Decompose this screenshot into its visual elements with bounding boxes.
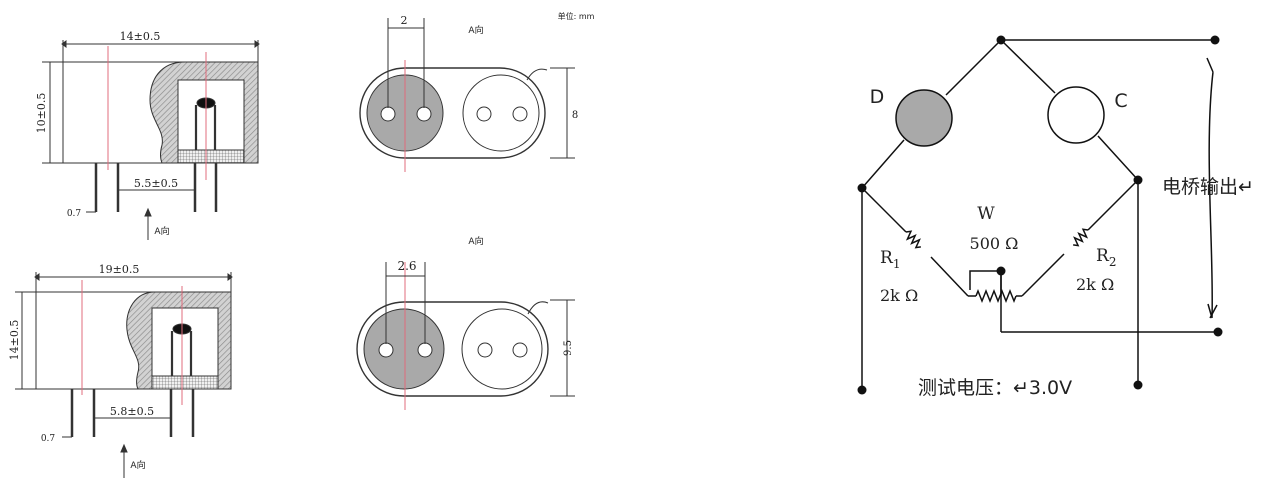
top-height-dim: 10±0.5 <box>35 93 48 134</box>
bottom-width-dim: 19±0.5 <box>99 263 140 276</box>
bottom-pin-spacing-dim: 5.8±0.5 <box>110 405 154 418</box>
sensor-side-view-bottom <box>15 272 233 478</box>
sensor-c <box>1047 86 1105 144</box>
top-pin-width-dim: 0.7 <box>67 209 82 219</box>
top-view-arrow-label: A向 <box>154 225 169 237</box>
potentiometer-label: W <box>977 204 995 224</box>
r2-label: R2 <box>1096 246 1116 269</box>
sensor-side-view-top <box>42 40 260 240</box>
test-voltage-label: 测试电压：↵3.0V <box>918 377 1072 399</box>
bottom-view-arrow-label: A向 <box>130 459 145 471</box>
sensor-front-view-top <box>359 18 575 172</box>
top-view-title: A向 <box>468 24 483 36</box>
top-hole-dim: 2 <box>401 14 408 27</box>
bridge-output-label: 电桥输出↵ <box>1162 176 1254 198</box>
top-pin-spacing-dim: 5.5±0.5 <box>134 177 178 190</box>
r1-label: R1 <box>880 248 900 271</box>
sensor-d-label: D <box>870 86 885 108</box>
bottom-view-title: A向 <box>468 235 483 247</box>
top-front-height-dim: 8 <box>572 110 578 121</box>
bottom-front-height-dim: 9.5 <box>563 340 574 356</box>
circuit-nodes <box>857 35 1223 395</box>
unit-note: 单位: mm <box>558 11 595 21</box>
bridge-circuit <box>861 39 1218 390</box>
bottom-height-dim: 14±0.5 <box>8 320 21 361</box>
potentiometer-value: 500 Ω <box>970 234 1019 253</box>
sensor-c-label: C <box>1114 90 1127 112</box>
bottom-hole-dim: 2.6 <box>397 259 416 273</box>
r1-value: 2k Ω <box>880 286 918 305</box>
r2-value: 2k Ω <box>1076 275 1114 294</box>
sensor-d <box>895 89 953 147</box>
bottom-pin-width-dim: 0.7 <box>41 434 56 444</box>
top-width-dim: 14±0.5 <box>120 30 161 43</box>
sensor-front-view-bottom <box>356 262 575 410</box>
